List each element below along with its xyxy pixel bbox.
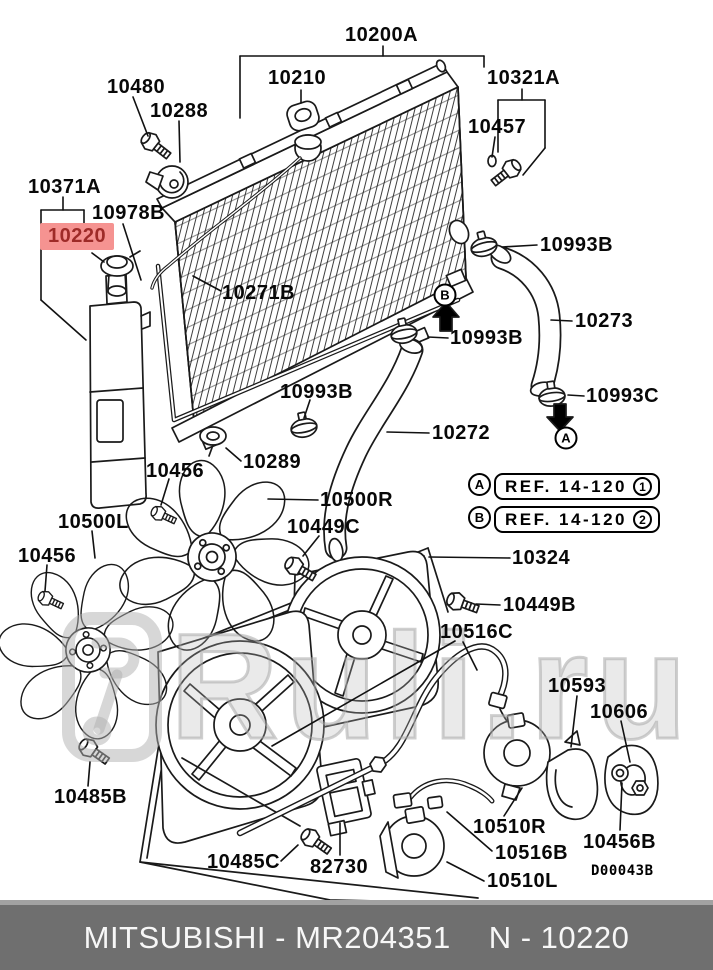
part-label-10480[interactable]: 10480 (107, 76, 166, 98)
part-label-10593[interactable]: 10593 (548, 675, 607, 697)
ref-box-a: REF. 14-120 1 (494, 473, 660, 500)
part-label-10210[interactable]: 10210 (268, 67, 327, 89)
bolt-10456-a (148, 503, 179, 529)
circle-marker-a: A (554, 426, 578, 450)
fan-motor-10510L (379, 806, 445, 879)
fan-motor-10510R (483, 712, 551, 801)
part-label-10978B[interactable]: 10978B (92, 202, 166, 224)
part-label-10449C[interactable]: 10449C (287, 516, 361, 538)
clamp-10993B-left (287, 409, 320, 441)
part-label-10456[interactable]: 10456 (18, 545, 77, 567)
part-label-10272[interactable]: 10272 (432, 422, 491, 444)
ref-text-a: REF. 14-120 (505, 476, 627, 496)
part-label-10993B[interactable]: 10993B (540, 234, 614, 256)
footer-ref-number: N - 10220 (488, 919, 630, 955)
washer-nut-10456B (611, 764, 649, 796)
bracket-10288 (145, 165, 189, 199)
part-label-10271B[interactable]: 10271B (222, 282, 296, 304)
clamp-10993C (536, 378, 567, 409)
drain-screw-10457 (487, 154, 526, 191)
ref-num-a: 1 (633, 477, 652, 496)
part-label-10324[interactable]: 10324 (512, 547, 571, 569)
part-label-10457[interactable]: 10457 (468, 116, 527, 138)
ref-marker-b: B (468, 506, 491, 529)
footer-part-number: MITSUBISHI - MR204351 (83, 919, 451, 955)
ref-box-b: REF. 14-120 2 (494, 506, 660, 533)
bolt-10449B (443, 588, 482, 619)
bolt-10480 (136, 128, 175, 164)
cap-10210 (286, 100, 320, 132)
part-label-10371A[interactable]: 10371A (28, 176, 102, 198)
mount-line (181, 757, 301, 827)
part-label-10500R[interactable]: 10500R (320, 489, 394, 511)
part-label-10510R[interactable]: 10510R (473, 816, 547, 838)
part-label-10606[interactable]: 10606 (590, 701, 649, 723)
part-label-10993C[interactable]: 10993C (586, 385, 660, 407)
drain-plug-10289 (199, 426, 227, 457)
bolt-10449C (280, 552, 320, 587)
ref-text-b: REF. 14-120 (505, 509, 627, 529)
part-label-10273[interactable]: 10273 (575, 310, 634, 332)
part-label-10321A[interactable]: 10321A (487, 67, 561, 89)
circle-marker-b: B (433, 283, 457, 307)
harness-10516B (392, 778, 495, 810)
part-label-82730[interactable]: 82730 (310, 856, 369, 878)
reservoir-cap-10220 (100, 250, 141, 297)
sensor-pipe-10516C (236, 643, 518, 837)
part-label-10993B[interactable]: 10993B (280, 381, 354, 403)
bolt-10485B (74, 734, 114, 770)
clamp-10993B-right (466, 227, 500, 260)
fan-shroud-twin (155, 550, 441, 844)
control-unit-82730 (316, 757, 376, 837)
part-label-10485C[interactable]: 10485C (207, 851, 281, 873)
part-label-10516B[interactable]: 10516B (495, 842, 569, 864)
part-label-10456B[interactable]: 10456B (583, 831, 657, 853)
bracket-10593 (545, 730, 599, 820)
housing-10606 (604, 744, 659, 816)
shroud-frame-10324 (139, 547, 481, 904)
part-label-10200A[interactable]: 10200A (345, 24, 419, 46)
part-label-10516C[interactable]: 10516C (440, 621, 514, 643)
part-label-10500L[interactable]: 10500L (58, 511, 129, 533)
upper-hose-10273 (448, 219, 562, 398)
bolt-10485C (296, 824, 336, 860)
ref-num-b: 2 (633, 510, 652, 529)
overflow-tube (150, 156, 302, 290)
fan-10500R (97, 439, 335, 678)
watermark-text: Ruli.ru (169, 601, 694, 772)
part-label-10220[interactable]: 10220 (40, 223, 115, 250)
reservoir-tank (89, 273, 151, 509)
part-label-10510L[interactable]: 10510L (487, 870, 558, 892)
part-label-10485B[interactable]: 10485B (54, 786, 128, 808)
ref-marker-a: A (468, 473, 491, 496)
clamp-10993B-mid (387, 315, 420, 347)
part-label-10289[interactable]: 10289 (243, 451, 302, 473)
part-label-10456[interactable]: 10456 (146, 460, 205, 482)
part-label-10288[interactable]: 10288 (150, 100, 209, 122)
part-label-10449B[interactable]: 10449B (503, 594, 577, 616)
bolt-10456-b (35, 588, 66, 614)
diagram-code: D00043B (591, 863, 654, 879)
watermark-logo (62, 612, 162, 762)
part-label-10993B[interactable]: 10993B (450, 327, 524, 349)
footer-bar: MITSUBISHI - MR204351 N - 10220 (0, 900, 713, 970)
